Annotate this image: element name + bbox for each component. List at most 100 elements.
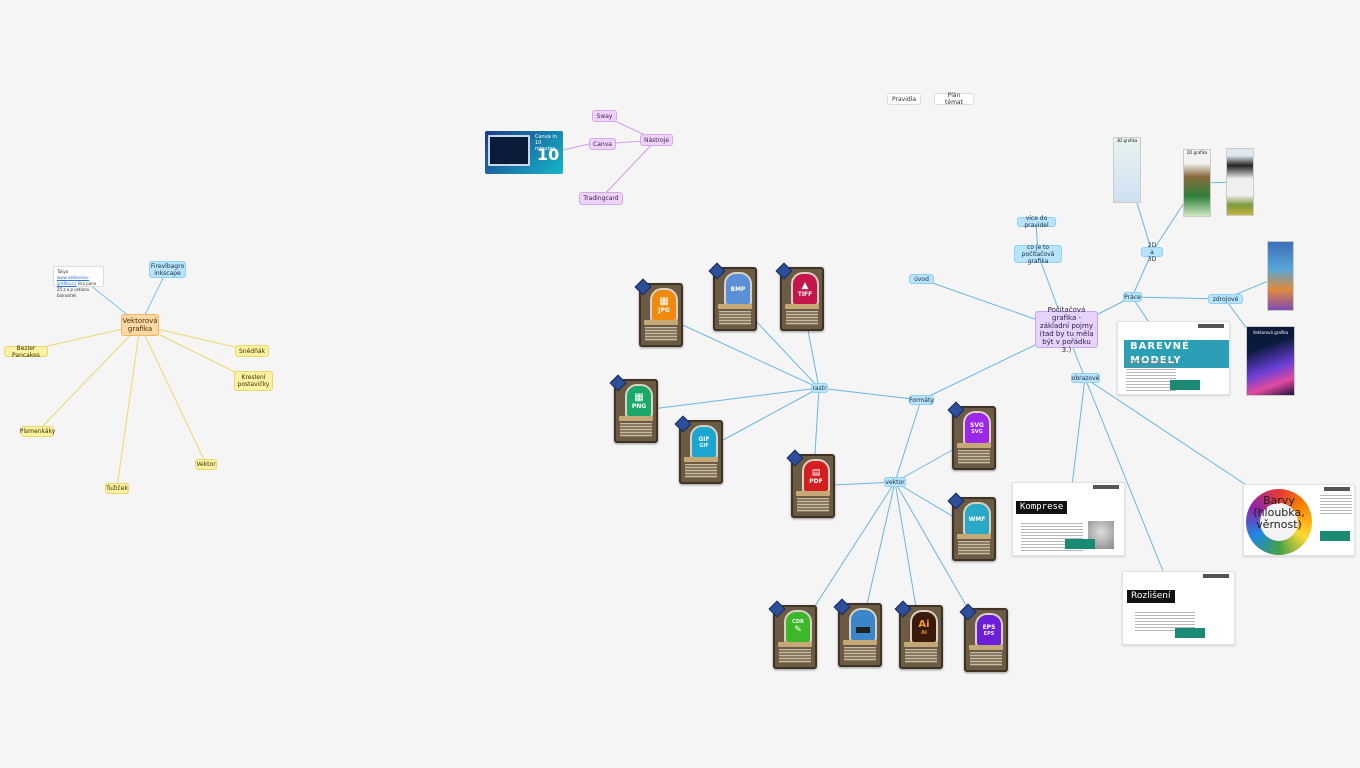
vektor-node[interactable]: Vektor	[195, 459, 217, 470]
card-text	[719, 311, 751, 325]
jpg-format-card[interactable]: ▦JPG	[634, 278, 683, 347]
card-text	[797, 498, 829, 512]
gif-label: GIF	[698, 435, 710, 443]
wmf-icon: WMF	[963, 502, 991, 536]
gif-sub-label: GIF	[699, 442, 709, 449]
central-topic-node[interactable]: Počítačová grafika - základní pojmy (tad…	[1035, 306, 1098, 354]
slide-text-lines	[1135, 612, 1195, 632]
topic-plan-button[interactable]: Plán témat	[934, 92, 974, 106]
vektor-format-node[interactable]: vektor	[884, 477, 906, 487]
slide-tag	[1324, 487, 1350, 491]
tools-node[interactable]: Nástroje	[640, 134, 673, 146]
color-wheel-center	[1260, 503, 1298, 541]
slide-callout	[1065, 539, 1095, 549]
connector-line	[139, 324, 207, 465]
png-label: PNG	[631, 403, 647, 410]
vector-note-suffix: lina pane 25 z a p ustiona balnostek	[57, 281, 97, 298]
connector-line	[600, 139, 657, 199]
color-depth-title: Barvy (hloubka, věrnost)	[1253, 494, 1305, 531]
tool-sway-node[interactable]: Sway	[592, 110, 617, 122]
thumb-title: 2D grafika	[1186, 150, 1208, 155]
card-text	[844, 647, 876, 661]
slide-tag	[1093, 485, 1119, 489]
thumb-title: 3D grafika	[1116, 138, 1138, 143]
slide-tag	[1203, 574, 1229, 578]
card-banner	[957, 534, 991, 539]
game-thumbnail[interactable]	[1226, 148, 1254, 216]
wmf-label: WMF	[968, 515, 986, 523]
snednak-node[interactable]: Snědňák	[235, 345, 269, 357]
prace-node[interactable]: Práce	[1123, 292, 1142, 302]
connector-line	[116, 324, 141, 489]
thumb-title: Vektorová grafika	[1252, 330, 1289, 335]
jpg-label: JPG	[658, 307, 670, 314]
color-models-slide[interactable]: BAREVNÉ MODELY	[1117, 321, 1230, 395]
slide-callout	[1170, 380, 1200, 390]
2d-graphics-thumbnail[interactable]: 2D grafika	[1183, 149, 1211, 217]
connector-line	[1084, 377, 1179, 609]
card-banner	[796, 491, 830, 496]
uvod-node[interactable]: úvod	[909, 274, 934, 284]
ai-label: AI	[921, 629, 927, 636]
card-text	[645, 327, 677, 341]
samples-thumbnail[interactable]	[1267, 241, 1294, 311]
wmf-format-card[interactable]: WMF	[947, 492, 996, 561]
card-banner	[843, 640, 877, 645]
card-text	[779, 649, 811, 663]
card-text	[620, 423, 652, 437]
obrazove-node[interactable]: obrazové	[1071, 373, 1100, 383]
connector-line	[562, 143, 590, 151]
bmp-format-card[interactable]: BMP	[708, 262, 757, 331]
color-depth-slide[interactable]: Barvy (hloubka, věrnost)	[1243, 484, 1355, 556]
2d-3d-node[interactable]: 2D a 3D	[1141, 242, 1163, 263]
jpg-icon: ▦JPG	[650, 288, 678, 322]
vector-note-prefix: Takya	[57, 269, 69, 274]
slide-callout	[1175, 628, 1205, 638]
canva-video-thumbnail[interactable]: Canva in 10 minutes 10	[485, 131, 563, 174]
vector-graphics-thumbnail[interactable]: Vektorová grafika	[1246, 326, 1295, 396]
tiff-format-card[interactable]: ▲TIFF	[775, 262, 824, 331]
png-icon: ▦PNG	[625, 384, 653, 418]
cdr-icon: CDR✎	[784, 610, 812, 644]
rules-button[interactable]: Pravidla	[887, 93, 921, 105]
formaty-node[interactable]: Formáty	[909, 395, 934, 405]
drawing-character-node[interactable]: Kreslení postavičky	[234, 371, 273, 391]
card-banner	[684, 457, 718, 462]
inkscape-node[interactable]: Firevlbagro inkscape	[149, 261, 186, 278]
vic-do-pravidel-node[interactable]: více do pravidel	[1017, 215, 1056, 229]
bezier-node[interactable]: Bezier Pancakes	[4, 345, 48, 359]
tuzicek-node[interactable]: Tužiček	[105, 483, 129, 494]
connector-line	[37, 324, 141, 432]
card-text	[905, 649, 937, 663]
card-banner	[969, 645, 1003, 650]
pismenkaky-node[interactable]: Písmenkáky	[19, 426, 56, 437]
tool-canva-node[interactable]: Canva	[589, 138, 616, 150]
zdrojove-node[interactable]: zdrojové	[1208, 294, 1243, 304]
co-je-grafika-node[interactable]: co je to počítačová grafika	[1014, 244, 1062, 265]
pdf-icon: ▤PDF	[802, 459, 830, 493]
dwg-format-card[interactable]	[833, 598, 882, 667]
connector-line	[660, 314, 820, 389]
tool-tradingcard-node[interactable]: Tradingcard	[579, 192, 623, 205]
vector-graphics-node[interactable]: Vektorová grafika	[121, 314, 159, 336]
cdr-format-card[interactable]: CDR✎	[768, 600, 817, 669]
slide-tag	[1198, 324, 1224, 328]
card-text	[958, 541, 990, 555]
vector-note-link[interactable]: www.vektorova-grafika.cz	[57, 275, 90, 286]
compression-slide[interactable]: Komprese	[1012, 482, 1125, 556]
png-format-card[interactable]: ▦PNG	[609, 374, 658, 443]
resolution-slide[interactable]: Rozlišení	[1122, 571, 1235, 645]
slide-callout	[1320, 531, 1350, 541]
rastr-node[interactable]: rastr	[811, 383, 828, 393]
bmp-icon: BMP	[724, 272, 752, 306]
3d-graphics-thumbnail[interactable]: 3D grafika	[1113, 137, 1141, 203]
pdf-format-card[interactable]: ▤PDF	[786, 449, 835, 518]
card-banner	[718, 304, 752, 309]
